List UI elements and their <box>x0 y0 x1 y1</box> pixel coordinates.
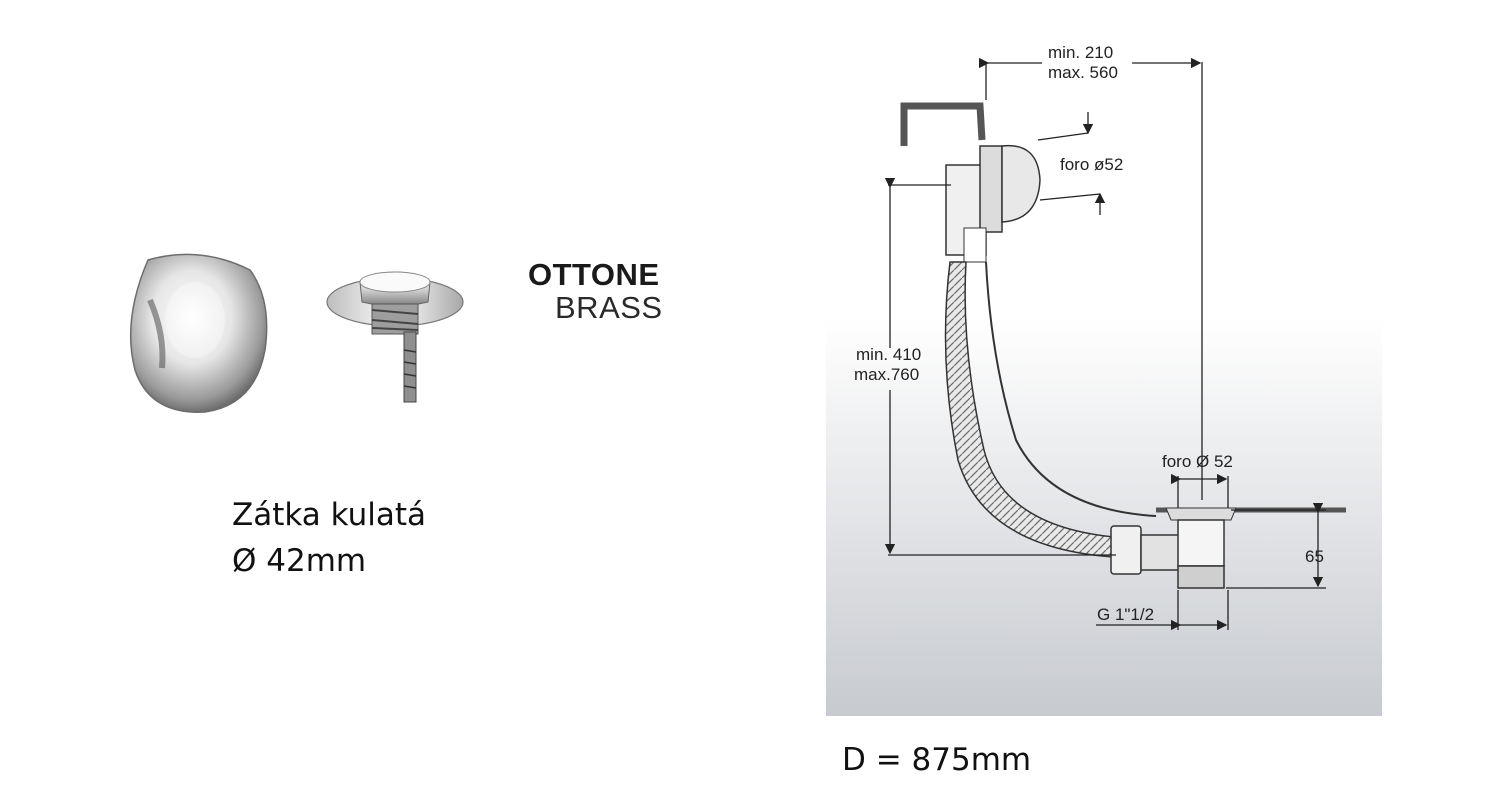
dim-top-min: min. 210 <box>1048 43 1113 62</box>
overflow-knob-photo <box>129 253 268 413</box>
fill-spout <box>900 102 986 146</box>
material-label-en: BRASS <box>555 290 663 325</box>
material-label-it: OTTONE <box>528 257 660 292</box>
drain-body <box>1110 507 1237 589</box>
product-name: Zátka kulatá <box>232 497 427 533</box>
dim-height-min: min. 410 <box>856 345 921 364</box>
product-diameter: Ø 42mm <box>232 543 367 579</box>
drawing-panel-background <box>826 30 1382 716</box>
dim-depth: 65 <box>1305 547 1324 566</box>
dim-overflow-hole: foro ø52 <box>1060 155 1123 174</box>
dim-top-max: max. 560 <box>1048 63 1118 82</box>
dim-drain-hole: foro Ø 52 <box>1162 452 1233 471</box>
overall-length: D = 875mm <box>842 742 1032 778</box>
product-photos <box>129 253 464 413</box>
technical-drawing: min. 210 max. 560 foro ø52 min. 410 max.… <box>826 30 1382 716</box>
dim-thread: G 1"1/2 <box>1097 605 1154 624</box>
dim-height-max: max.760 <box>854 365 919 384</box>
drain-plug-photo <box>326 271 464 403</box>
overflow-assembly <box>945 144 1041 263</box>
